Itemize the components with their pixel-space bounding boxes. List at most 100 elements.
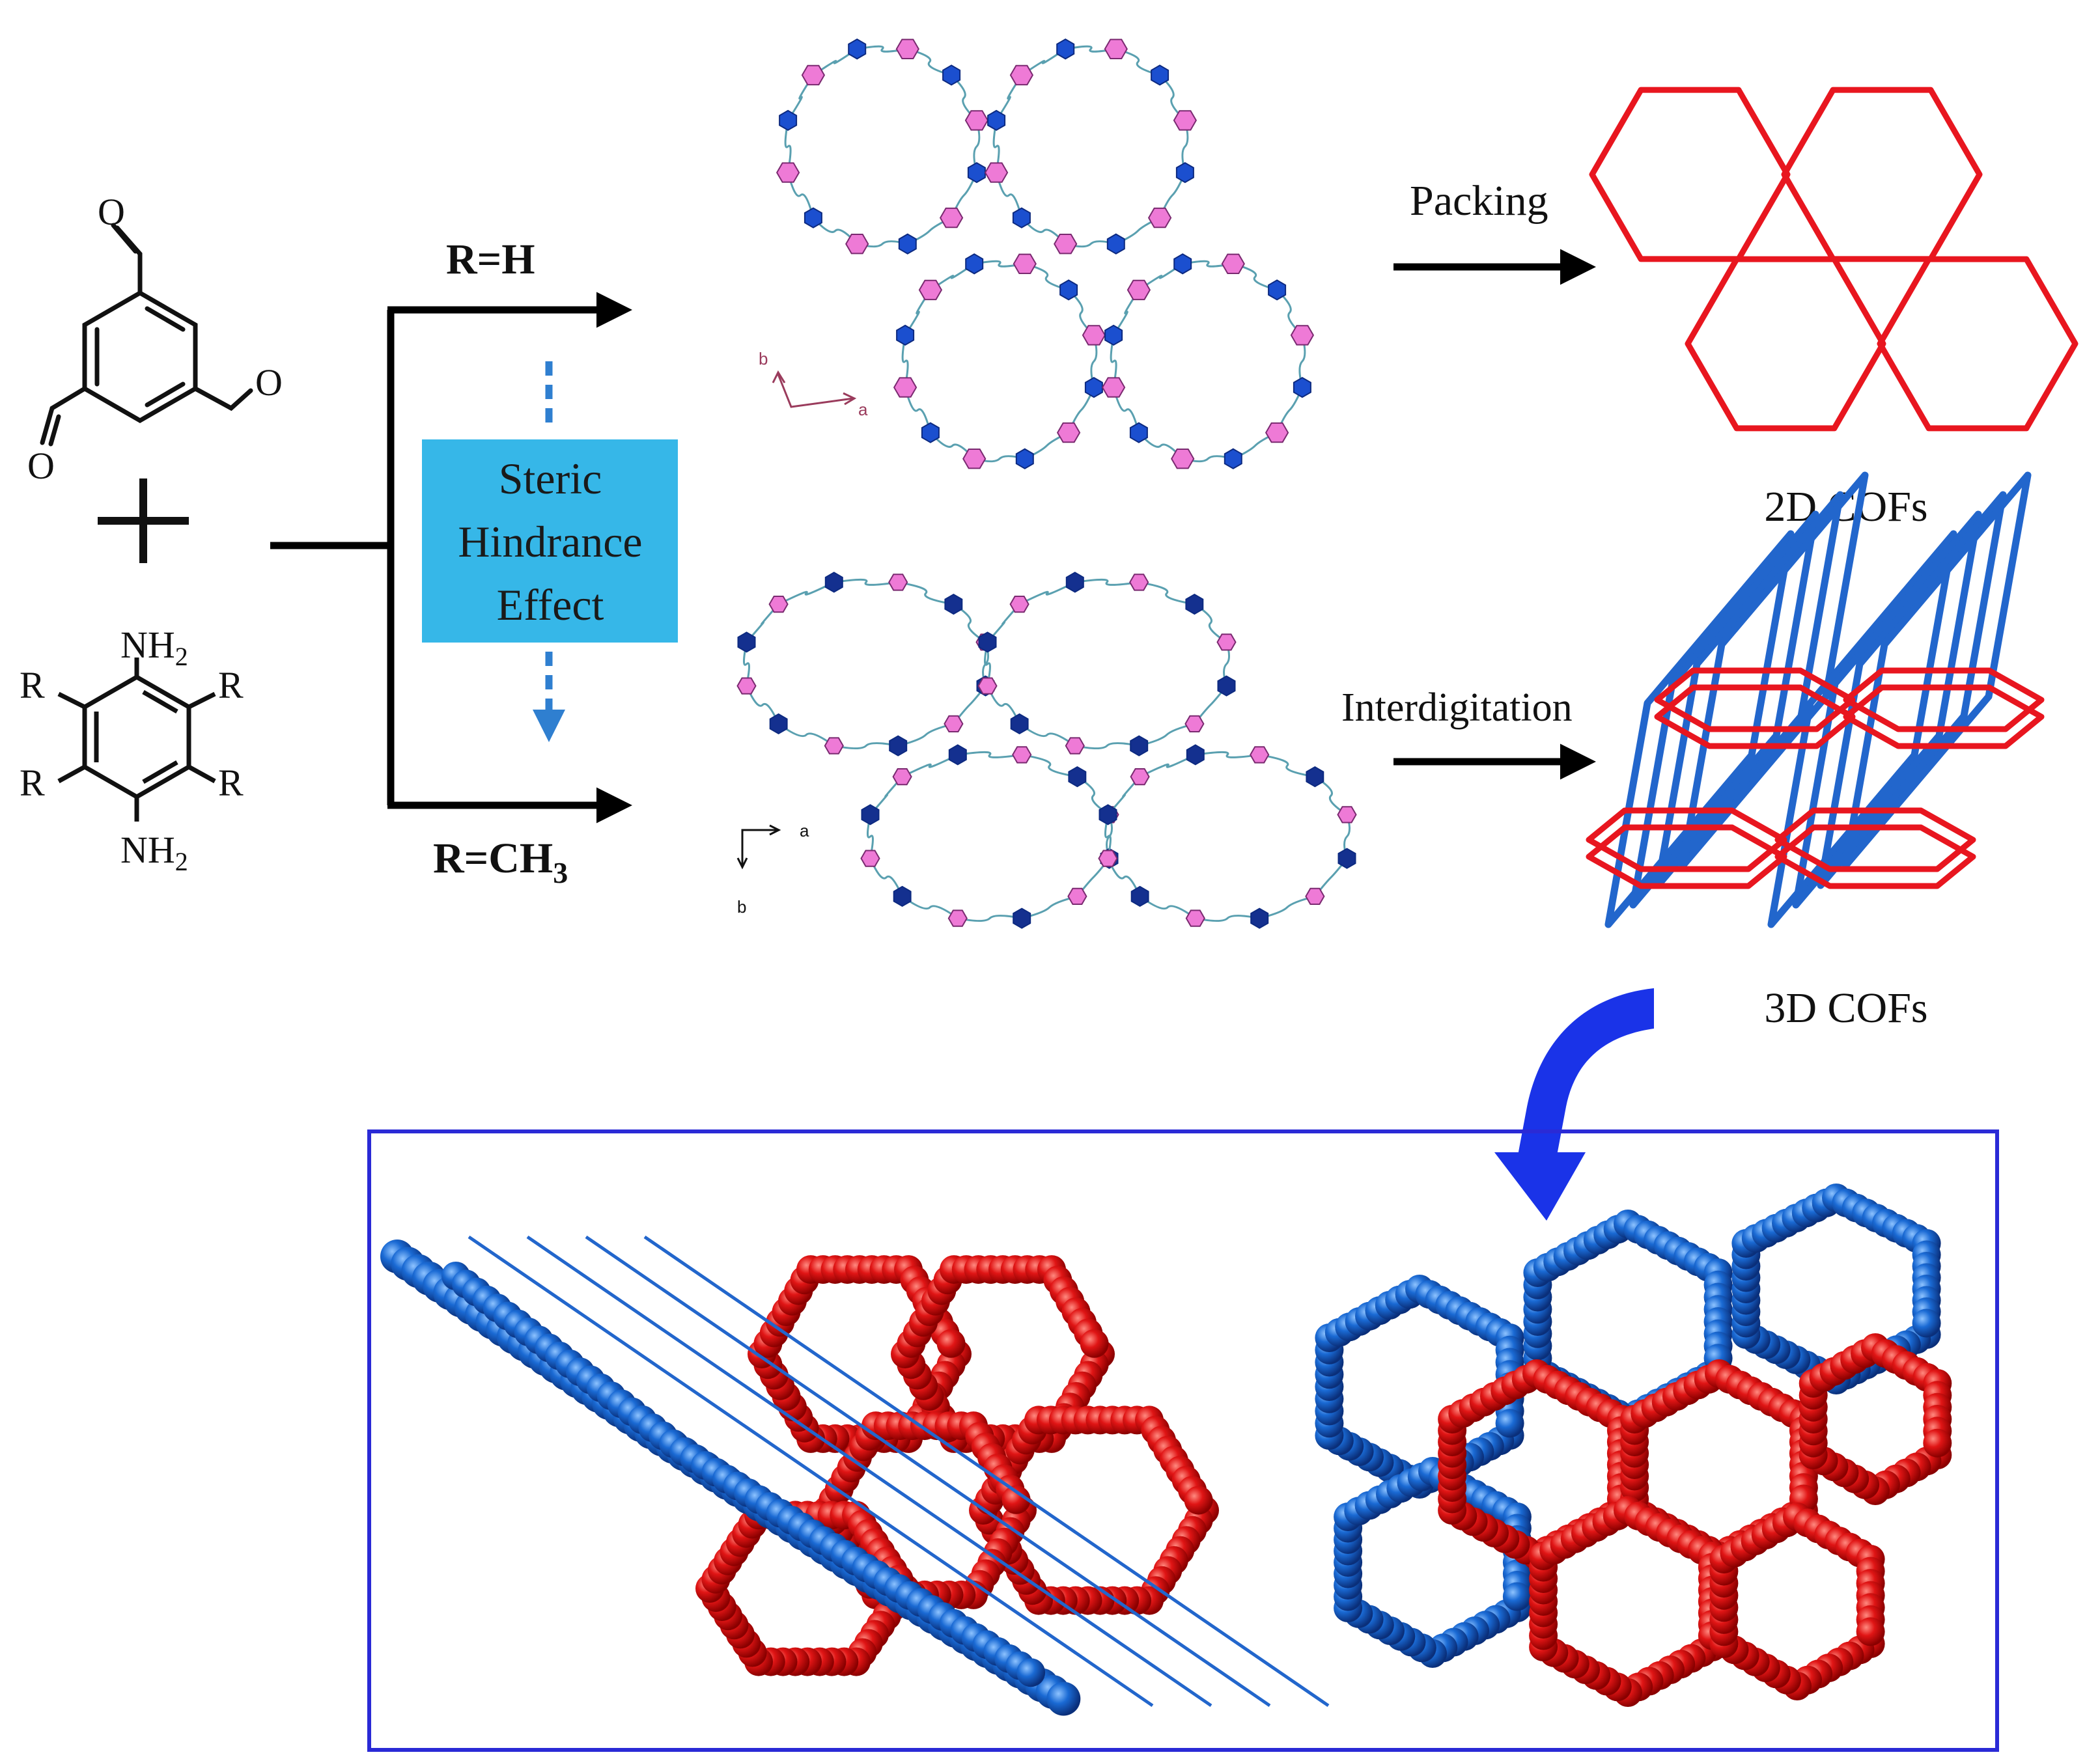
linker-bond [1021,753,1078,778]
node-hexagon [948,744,967,766]
linker-bond [973,120,981,173]
crystal-network-2d [776,38,1315,469]
linker-bond [983,642,991,686]
linker-bond [930,263,975,291]
linker-bond [1018,581,1076,605]
stick-layer [468,1235,1154,1708]
linker-bond [866,814,874,859]
linker-hexagon [1337,806,1357,824]
linker-hexagon [845,234,869,255]
linker-hexagon [1265,422,1289,443]
linker-bond [833,578,899,586]
linker-hexagon [776,162,800,183]
linker-hexagon [824,737,844,755]
node-hexagon [1293,376,1311,398]
node-hexagon [1056,38,1075,60]
honeycomb-2d-cof [1589,87,2079,432]
aldehyde-o-top: O [98,191,125,233]
linker-bond [957,915,1022,922]
honeycomb-cell [1589,87,1791,262]
red-hexagon-layer [1586,824,1787,889]
curved-arrow-body [1517,988,1654,1159]
node-hexagon [804,207,822,229]
linker-bond [995,172,1023,218]
atom-sphere [1080,1329,1109,1358]
label-2d-cofs: 2D COFs [1764,483,1927,531]
linker-bond [777,581,835,605]
linker-bond [1090,335,1098,388]
linker-bond [1298,335,1306,388]
linker-hexagon [1009,596,1029,613]
red-hexagon-layer [1843,684,2045,749]
red-hexagon-layer [1654,684,1856,749]
linker-bond [897,723,954,747]
linker-bond [1195,751,1260,758]
linker-bond [973,260,1026,268]
atom-sphere [1046,1682,1081,1716]
linker-hexagon [1009,64,1034,86]
atom-sphere [1001,1485,1031,1514]
linker-hexagon [1082,325,1106,346]
node-hexagon [1129,422,1148,443]
linker-bond [869,858,904,897]
linker-hexagon [1054,234,1078,255]
linker-bond [1276,289,1303,336]
node-hexagon [1186,744,1205,766]
red-hexagon-layer [1843,667,2045,732]
space-filling-side-view [380,1235,1330,1716]
linker-hexagon [1147,207,1172,229]
linker-hexagon [801,64,826,86]
linker-bond [995,74,1023,121]
condition-r-h: R=H [446,236,535,283]
linker-bond [1138,432,1184,460]
diamine-structure [57,658,216,822]
atom-sphere [1912,1309,1941,1338]
trialdehyde-structure [40,223,253,447]
linker-bond [953,685,987,725]
node-hexagon [1065,572,1084,593]
node-hexagon [1010,713,1029,735]
linker-bond [742,642,750,686]
linker-hexagon [1065,737,1085,755]
linker-hexagon [1130,768,1150,786]
linker-bond [1024,262,1069,291]
linker-hexagon [1101,377,1126,398]
amine-bottom: NH2 [120,829,188,876]
linker-bond [812,217,858,245]
linker-bond [929,432,975,460]
node-hexagon [779,109,798,132]
linker-bond [1181,120,1189,173]
linker-hexagon [1173,110,1197,131]
substituent-r-lr: R [218,762,244,804]
linker-bond [901,754,959,778]
linker-hexagon [964,110,989,131]
node-hexagon [1250,907,1269,929]
linker-hexagon [1305,887,1325,905]
blue-rhombus-layer [1679,471,1869,870]
node-hexagon [944,593,963,615]
atom-sphere [1495,1409,1524,1438]
linker-bond [1182,260,1234,268]
linker-hexagon [977,677,998,695]
linker-bond [957,751,1022,758]
linker-hexagon [939,207,964,229]
node-hexagon [1084,376,1103,398]
axis-a-top: a [858,400,868,419]
linker-bond [787,172,815,218]
linker-bond [1104,814,1112,859]
node-hexagon [921,422,940,443]
node-hexagon [1015,448,1034,469]
linker-hexagon [1056,422,1081,443]
linker-bond [1195,915,1260,922]
steric-hindrance-box [422,439,678,643]
linker-bond [746,686,780,725]
linker-hexagon [860,850,880,867]
linker-hexagon [947,909,968,927]
blue-rhombus-layer [1841,471,2032,870]
linker-hexagon [1104,38,1128,59]
red-hexagon-layer [1774,807,1976,872]
node-hexagon [824,572,843,593]
node-hexagon [987,109,1006,132]
linker-bond [813,48,858,76]
condition-r-ch3: R=CH3 [433,835,568,889]
